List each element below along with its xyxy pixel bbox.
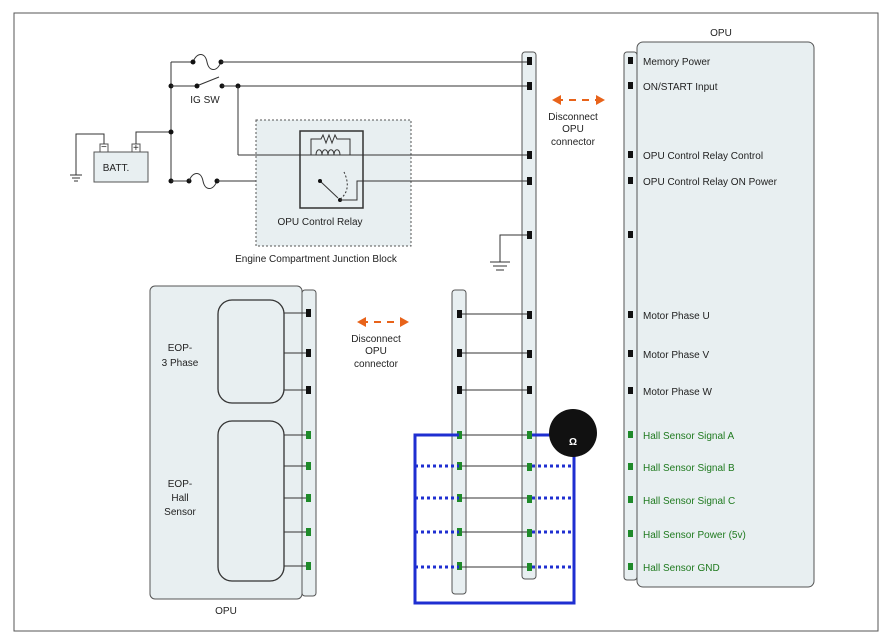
harness-wires — [462, 313, 527, 568]
relay-switch-blade — [319, 180, 339, 199]
opu-bottom-title: OPU — [215, 606, 237, 617]
disconnect-bottom-arrow — [357, 317, 409, 327]
eop-internal-wires — [284, 312, 307, 567]
eop-3phase-line2: 3 Phase — [162, 358, 199, 369]
eop-hall-block — [217, 420, 285, 582]
opu-right-title: OPU — [710, 28, 732, 39]
eop-connector — [301, 289, 317, 597]
battery-label: BATT. — [103, 163, 129, 174]
opu-pin-hall-power: Hall Sensor Power (5v) — [643, 530, 746, 541]
harness-connector — [451, 289, 467, 595]
relay-resistor — [310, 133, 351, 148]
opu-pin-relay-on-power: OPU Control Relay ON Power — [643, 177, 778, 188]
harness-connector-pins — [457, 310, 462, 570]
disconnect-bottom-line2: OPU — [365, 346, 387, 357]
wire-batt-pos — [135, 131, 171, 144]
diagram-frame — [13, 12, 879, 632]
relay-label: OPU Control Relay — [277, 217, 362, 228]
ground-symbol-opu — [490, 261, 510, 271]
ohm-symbol: Ω — [569, 437, 577, 448]
disconnect-top-line1: Disconnect — [548, 112, 598, 123]
eop-hall-line2: Hall — [171, 493, 188, 504]
disconnect-bottom-line1: Disconnect — [351, 334, 401, 345]
opu-pin-motor-v: Motor Phase V — [643, 350, 709, 361]
opu-pin-hall-c: Hall Sensor Signal C — [643, 496, 735, 507]
opu-pin-memory-power: Memory Power — [643, 57, 711, 68]
plus-glyph: + — [133, 143, 139, 154]
eop-3phase-line1: EOP- — [168, 343, 192, 354]
ig-sw-label: IG SW — [190, 95, 220, 106]
opu-pin-markers — [628, 57, 633, 570]
opu-pin-hall-a: Hall Sensor Signal A — [643, 431, 734, 442]
eop-connector-pins — [306, 309, 311, 570]
opu-pin-motor-u: Motor Phase U — [643, 311, 710, 322]
ohmmeter-icon — [549, 409, 597, 457]
disconnect-top-line2: OPU — [562, 124, 584, 135]
wire-batt-neg — [75, 133, 105, 175]
ig-switch-blade — [198, 76, 220, 86]
eop-3phase-block — [217, 299, 285, 404]
opu-pin-hall-b: Hall Sensor Signal B — [643, 463, 735, 474]
probe-wiring — [413, 433, 576, 605]
fuse-memory — [192, 54, 222, 70]
fuse-relay — [188, 173, 218, 189]
eop-hall-line1: EOP- — [168, 479, 192, 490]
central-connector-pins — [527, 57, 532, 571]
eop-hall-line3: Sensor — [164, 507, 196, 518]
disconnect-top-arrow — [552, 95, 605, 105]
ground-symbol-batt — [70, 174, 82, 182]
opu-pin-relay-control: OPU Control Relay Control — [643, 151, 763, 162]
disconnect-top-line3: connector — [551, 137, 596, 148]
opu-pin-hall-gnd: Hall Sensor GND — [643, 563, 720, 574]
battery-box — [93, 151, 149, 183]
junction-block-label: Engine Compartment Junction Block — [235, 254, 398, 265]
disconnect-bottom-line3: connector — [354, 359, 399, 370]
opu-pin-motor-w: Motor Phase W — [643, 387, 712, 398]
minus-glyph: − — [101, 142, 107, 153]
opu-pin-on-start: ON/START Input — [643, 82, 718, 93]
